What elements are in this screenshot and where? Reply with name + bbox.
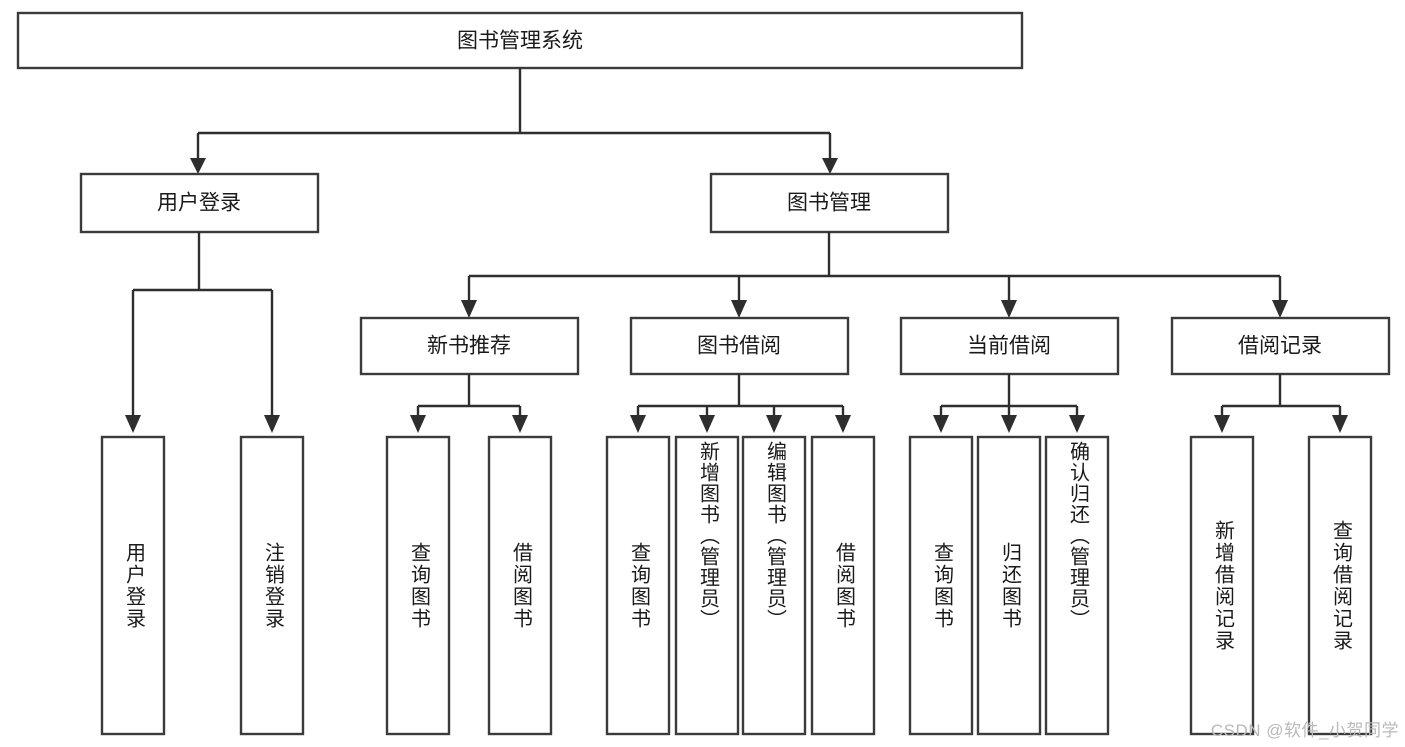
node-leaf-add-record[interactable]: 新增借阅记录 — [1189, 435, 1255, 736]
node-leaf-query-book-1[interactable]: 查询图书 — [385, 435, 451, 736]
node-leaf-query-book-2[interactable]: 查询图书 — [605, 435, 671, 736]
node-leaf-query-record[interactable]: 查询借阅记录 — [1307, 435, 1373, 736]
node-leaf-borrow-book-1-text-wrap: 借阅图书 — [509, 541, 532, 630]
node-leaf-confirm-return-label: 确认归还（管理员） — [1066, 441, 1089, 630]
node-current-borrow[interactable]: 当前借阅 — [899, 316, 1120, 376]
node-leaf-borrow-book-1[interactable]: 借阅图书 — [487, 435, 553, 736]
node-book-borrow-label: 图书借阅 — [697, 335, 781, 358]
arrowhead-leaf-return-book — [1001, 415, 1017, 433]
node-leaf-return-book-label: 归还图书 — [998, 541, 1021, 630]
node-leaf-return-book-box — [976, 435, 1042, 736]
node-leaf-query-book-2-box — [605, 435, 671, 736]
arrowhead-leaf-confirm-return — [1069, 415, 1085, 433]
node-root-label: 图书管理系统 — [457, 30, 583, 53]
node-leaf-query-record-text-wrap: 查询借阅记录 — [1329, 519, 1352, 652]
node-current-borrow-box — [899, 316, 1120, 376]
node-book-manage-box — [709, 172, 950, 234]
arrowhead-book-manage — [822, 158, 838, 174]
node-leaf-logout-login[interactable]: 注销登录 — [239, 435, 305, 736]
node-borrow-record-label: 借阅记录 — [1238, 335, 1322, 358]
node-user-login[interactable]: 用户登录 — [79, 172, 320, 234]
node-leaf-borrow-book-1-box — [487, 435, 553, 736]
node-leaf-add-book-text-wrap: 新增图书（管理员） — [696, 441, 719, 630]
arrowhead-leaf-query-book-2 — [630, 415, 646, 433]
node-leaf-add-book-label: 新增图书（管理员） — [696, 441, 719, 630]
node-current-borrow-label: 当前借阅 — [967, 335, 1051, 358]
node-new-book-rec[interactable]: 新书推荐 — [359, 316, 580, 376]
node-leaf-borrow-book-2-label: 借阅图书 — [832, 541, 855, 630]
node-user-login-label: 用户登录 — [157, 192, 241, 215]
node-leaf-query-book-1-label: 查询图书 — [407, 541, 430, 630]
node-leaf-borrow-book-2-box — [810, 435, 876, 736]
node-leaf-user-login-text-wrap: 用户登录 — [122, 541, 145, 630]
node-leaf-edit-book-text-wrap: 编辑图书（管理员） — [763, 441, 786, 630]
arrowhead-leaf-borrow-book-2 — [835, 415, 851, 433]
node-leaf-add-book-box — [674, 435, 740, 736]
node-leaf-query-book-1-text-wrap: 查询图书 — [407, 541, 430, 630]
node-borrow-record-box — [1170, 316, 1391, 376]
node-leaf-query-book-2-label: 查询图书 — [627, 541, 650, 630]
node-leaf-query-book-3[interactable]: 查询图书 — [908, 435, 974, 736]
node-new-book-rec-label: 新书推荐 — [427, 335, 511, 358]
arrowhead-book-borrow — [731, 300, 747, 318]
node-root[interactable]: 图书管理系统 — [16, 11, 1024, 70]
node-leaf-return-book[interactable]: 归还图书 — [976, 435, 1042, 736]
arrowhead-leaf-borrow-book-1 — [512, 415, 528, 433]
node-book-manage-label: 图书管理 — [787, 192, 871, 215]
node-leaf-user-login[interactable]: 用户登录 — [100, 435, 166, 736]
node-book-borrow[interactable]: 图书借阅 — [629, 316, 850, 376]
node-leaf-return-book-text-wrap: 归还图书 — [998, 541, 1021, 630]
arrowhead-current-borrow — [1001, 300, 1017, 318]
node-leaf-logout-login-label: 注销登录 — [261, 541, 284, 630]
arrowhead-leaf-edit-book — [766, 415, 782, 433]
arrowhead-leaf-add-record — [1214, 415, 1230, 433]
node-new-book-rec-box — [359, 316, 580, 376]
node-leaf-query-book-3-box — [908, 435, 974, 736]
node-leaf-edit-book[interactable]: 编辑图书（管理员） — [741, 435, 807, 736]
node-leaf-query-book-3-label: 查询图书 — [930, 541, 953, 630]
node-leaf-query-record-box — [1307, 435, 1373, 736]
node-leaf-borrow-book-2[interactable]: 借阅图书 — [810, 435, 876, 736]
arrowhead-leaf-query-record — [1332, 415, 1348, 433]
node-book-borrow-box — [629, 316, 850, 376]
node-leaf-add-record-text-wrap: 新增借阅记录 — [1211, 519, 1234, 652]
arrowhead-leaf-add-book — [699, 415, 715, 433]
node-leaf-query-record-label: 查询借阅记录 — [1329, 519, 1352, 652]
arrowhead-leaf-query-book-3 — [933, 415, 949, 433]
arrowhead-leaf-query-book-1 — [410, 415, 426, 433]
node-book-manage[interactable]: 图书管理 — [709, 172, 950, 234]
node-leaf-logout-login-text-wrap: 注销登录 — [261, 541, 284, 630]
node-leaf-edit-book-label: 编辑图书（管理员） — [763, 441, 786, 630]
node-leaf-query-book-1-box — [385, 435, 451, 736]
arrowhead-borrow-record — [1272, 300, 1288, 318]
node-borrow-record[interactable]: 借阅记录 — [1170, 316, 1391, 376]
node-leaf-user-login-label: 用户登录 — [122, 541, 145, 630]
arrowhead-leaf-user-login — [125, 415, 141, 433]
node-leaf-query-book-2-text-wrap: 查询图书 — [627, 541, 650, 630]
node-root-box — [16, 11, 1024, 70]
node-leaf-add-book[interactable]: 新增图书（管理员） — [674, 435, 740, 736]
node-leaf-borrow-book-1-label: 借阅图书 — [509, 541, 532, 630]
node-leaf-confirm-return-box — [1044, 435, 1110, 736]
node-leaf-confirm-return-text-wrap: 确认归还（管理员） — [1066, 441, 1089, 630]
node-leaf-borrow-book-2-text-wrap: 借阅图书 — [832, 541, 855, 630]
node-leaf-confirm-return[interactable]: 确认归还（管理员） — [1044, 435, 1110, 736]
node-leaf-add-record-label: 新增借阅记录 — [1211, 519, 1234, 652]
arrowhead-user-login — [190, 158, 206, 174]
arrowhead-leaf-logout-login — [264, 415, 280, 433]
node-leaf-query-book-3-text-wrap: 查询图书 — [930, 541, 953, 630]
arrowhead-new-book-rec — [461, 300, 477, 318]
node-leaf-edit-book-box — [741, 435, 807, 736]
node-leaf-logout-login-box — [239, 435, 305, 736]
node-leaf-user-login-box — [100, 435, 166, 736]
node-leaf-add-record-box — [1189, 435, 1255, 736]
